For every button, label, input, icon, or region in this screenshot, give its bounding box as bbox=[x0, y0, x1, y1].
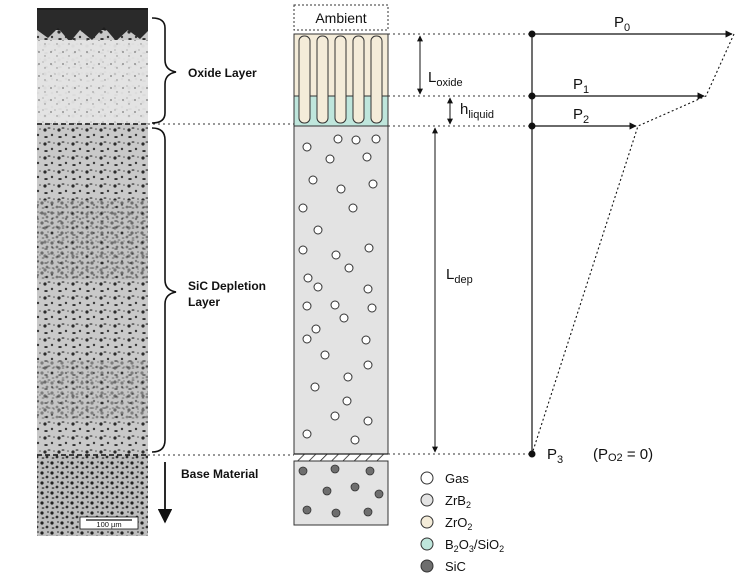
legend-b2o3-sio2: B2O3/SiO2 bbox=[420, 537, 504, 554]
ambient-box: Ambient bbox=[293, 4, 389, 31]
svg-text:Gas: Gas bbox=[445, 471, 469, 486]
zro2-columns bbox=[298, 35, 383, 124]
svg-text:Ldep: Ldep bbox=[446, 266, 473, 286]
p3-condition: (PO2 = 0) bbox=[593, 446, 653, 464]
sic-depletion-brace bbox=[151, 127, 177, 453]
svg-text:ZrB2: ZrB2 bbox=[445, 493, 471, 510]
svg-text:SiC: SiC bbox=[445, 559, 466, 574]
legend: Gas ZrB2 ZrO2 B2O3/SiO2 SiC bbox=[420, 471, 504, 574]
svg-text:ZrO2: ZrO2 bbox=[445, 515, 472, 532]
l-dep-dimension: Ldep bbox=[432, 127, 473, 453]
legend-sic: SiC bbox=[420, 559, 466, 574]
base-interface-hatch bbox=[294, 454, 388, 461]
l-oxide-dimension: Loxide bbox=[417, 35, 463, 95]
schematic-column bbox=[293, 33, 389, 526]
p0-label: P0 bbox=[614, 14, 630, 34]
oxide-layer-brace bbox=[151, 17, 177, 124]
svg-text:hliquid: hliquid bbox=[460, 101, 494, 121]
pressure-profile bbox=[528, 30, 735, 458]
interface-guide-lines bbox=[148, 33, 532, 456]
legend-zro2: ZrO2 bbox=[420, 515, 472, 532]
scale-bar: 100 µm bbox=[79, 516, 139, 530]
p2-label: P2 bbox=[573, 106, 589, 126]
sem-micrograph: 100 µm bbox=[37, 8, 148, 536]
p1-label: P1 bbox=[573, 76, 589, 96]
sic-depletion-label-line2: Layer bbox=[188, 295, 220, 309]
sic-particles bbox=[298, 464, 384, 518]
h-liquid-dimension: hliquid bbox=[447, 97, 494, 125]
gas-bubbles bbox=[298, 134, 381, 445]
p3-label: P3 bbox=[547, 446, 563, 466]
sic-depletion-label-line1: SiC Depletion bbox=[188, 279, 266, 293]
ambient-label: Ambient bbox=[315, 10, 366, 26]
scale-bar-label: 100 µm bbox=[96, 520, 121, 529]
depletion-region bbox=[293, 125, 389, 455]
legend-zrb2: ZrB2 bbox=[420, 493, 471, 510]
oxide-layer-label: Oxide Layer bbox=[188, 66, 257, 80]
pressure-envelope bbox=[531, 33, 735, 455]
svg-text:B2O3/SiO2: B2O3/SiO2 bbox=[445, 537, 504, 554]
legend-gas: Gas bbox=[420, 471, 469, 486]
base-material-label: Base Material bbox=[181, 467, 258, 481]
svg-text:Loxide: Loxide bbox=[428, 69, 463, 89]
